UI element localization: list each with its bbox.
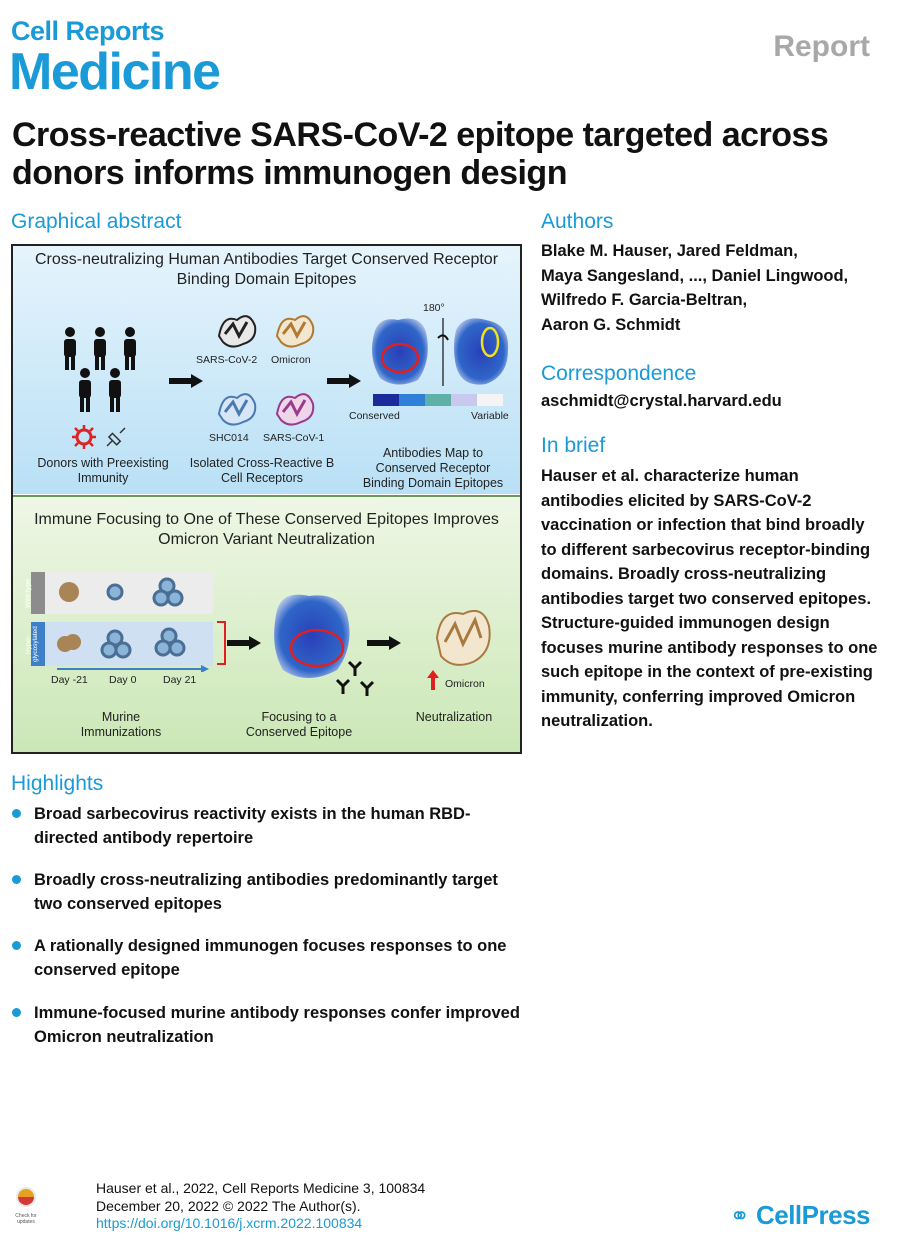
highlight-text: Broad sarbecovirus reactivity exists in … (34, 805, 471, 847)
protein-label-shc014: SHC014 (209, 432, 249, 444)
protein-label-sars-cov-1: SARS-CoV-1 (263, 432, 325, 444)
focused-epitope-surface (274, 594, 350, 678)
correspondence-heading: Correspondence (541, 362, 697, 385)
highlight-text: A rationally designed immunogen focuses … (34, 937, 507, 979)
publisher-name: CellPress (755, 1200, 871, 1230)
donor-label: Donors with Preexisting Immunity (37, 456, 169, 485)
protein-structure-icon (217, 315, 257, 348)
arrow-right-icon (227, 636, 261, 650)
in-brief-heading: In brief (541, 434, 606, 457)
highlights-heading: Highlights (11, 772, 104, 795)
up-arrow-icon (427, 670, 439, 690)
scale-label-conserved: Conserved (349, 410, 400, 422)
author-line: Wilfredo F. Garcia-Beltran, (541, 291, 748, 309)
graphical-abstract-figure: Cross-neutralizing Human Antibodies Targ… (11, 244, 522, 754)
protein-structure-icon (275, 393, 315, 426)
arrow-right-icon (367, 636, 401, 650)
highlight-text: Broadly cross-neutralizing antibodies pr… (34, 871, 498, 913)
protein-structure-icon (275, 315, 315, 348)
rotation-label: 180° (423, 302, 445, 314)
correspondence-email[interactable]: aschmidt@crystal.harvard.edu (541, 392, 782, 410)
doi-link[interactable]: https://doi.org/10.1016/j.xcrm.2022.1008… (96, 1215, 363, 1231)
murine-label: Murine Immunizations (80, 710, 162, 739)
scale-label-variable: Variable (471, 410, 509, 422)
bullet-icon (12, 941, 21, 950)
timepoint-day-21: Day 21 (163, 674, 197, 686)
journal-name-line1: Cell Reports (11, 16, 165, 46)
footer-citation-block: Hauser et al., 2022, Cell Reports Medici… (96, 1180, 425, 1233)
omicron-rbd-structure (435, 610, 491, 666)
graphical-abstract-heading: Graphical abstract (11, 210, 182, 233)
timepoint-day-0: Day 0 (109, 674, 137, 686)
bullet-icon (12, 1008, 21, 1017)
check-for-updates-label: Check for updates (15, 1213, 37, 1225)
rbd-surface-map (372, 318, 509, 386)
conservation-scale-bar (373, 394, 503, 406)
in-brief-text: Hauser et al. characterize human antibod… (541, 467, 878, 730)
syringe-icon (106, 427, 126, 447)
bullet-icon (12, 875, 21, 884)
focus-label: Focusing to a Conserved Epitope (245, 710, 353, 739)
protein-label-sars-cov-2: SARS-CoV-2 (196, 354, 258, 366)
antibody-icons (335, 660, 375, 696)
row-label-hyperglycosylated: Hyper-glycosylated (25, 626, 39, 662)
footer-date: December 20, 2022 © 2022 The Author(s). (96, 1197, 361, 1214)
journal-name-line2: Medicine (9, 43, 221, 101)
publisher-logo: ⚭ CellPress (729, 1200, 871, 1231)
check-for-updates-icon (16, 1187, 36, 1207)
omicron-label: Omicron (445, 678, 485, 690)
neutralization-label: Neutralization (415, 710, 493, 724)
ga-top-title: Cross-neutralizing Human Antibodies Targ… (34, 251, 499, 288)
protein-label-omicron: Omicron (271, 354, 311, 366)
article-type: Report (773, 30, 870, 63)
bullet-icon (12, 809, 21, 818)
protein-structure-icon (217, 393, 257, 426)
article-title: Cross-reactive SARS-CoV-2 epitope target… (12, 116, 829, 192)
author-line: Blake M. Hauser, Jared Feldman, (541, 242, 798, 260)
immunogen-icons (57, 577, 209, 672)
ga-bottom-title: Immune Focusing to One of These Conserve… (34, 511, 499, 548)
footer-citation: Hauser et al., 2022, Cell Reports Medici… (96, 1180, 426, 1196)
arrow-right-icon (327, 374, 361, 388)
virus-icon (72, 425, 96, 449)
map-label: Antibodies Map to Conserved Receptor Bin… (362, 446, 504, 490)
receptor-label: Isolated Cross-Reactive B Cell Receptors (189, 456, 335, 485)
author-line: Aaron G. Schmidt (541, 315, 681, 334)
author-line: Maya Sangesland, ..., Daniel Lingwood, (541, 266, 849, 285)
row-label-wild-type: Wild-type (25, 578, 32, 608)
check-for-updates-badge[interactable]: Check for updates (12, 1186, 40, 1225)
timepoint-day-minus-21: Day -21 (51, 674, 88, 686)
cellpress-logo-icon: ⚭ (729, 1203, 750, 1230)
arrow-right-icon (169, 374, 203, 388)
highlight-text: Immune-focused murine antibody responses… (34, 1004, 520, 1046)
authors-heading: Authors (541, 210, 614, 233)
people-icon (64, 327, 136, 412)
bracket (217, 621, 226, 665)
